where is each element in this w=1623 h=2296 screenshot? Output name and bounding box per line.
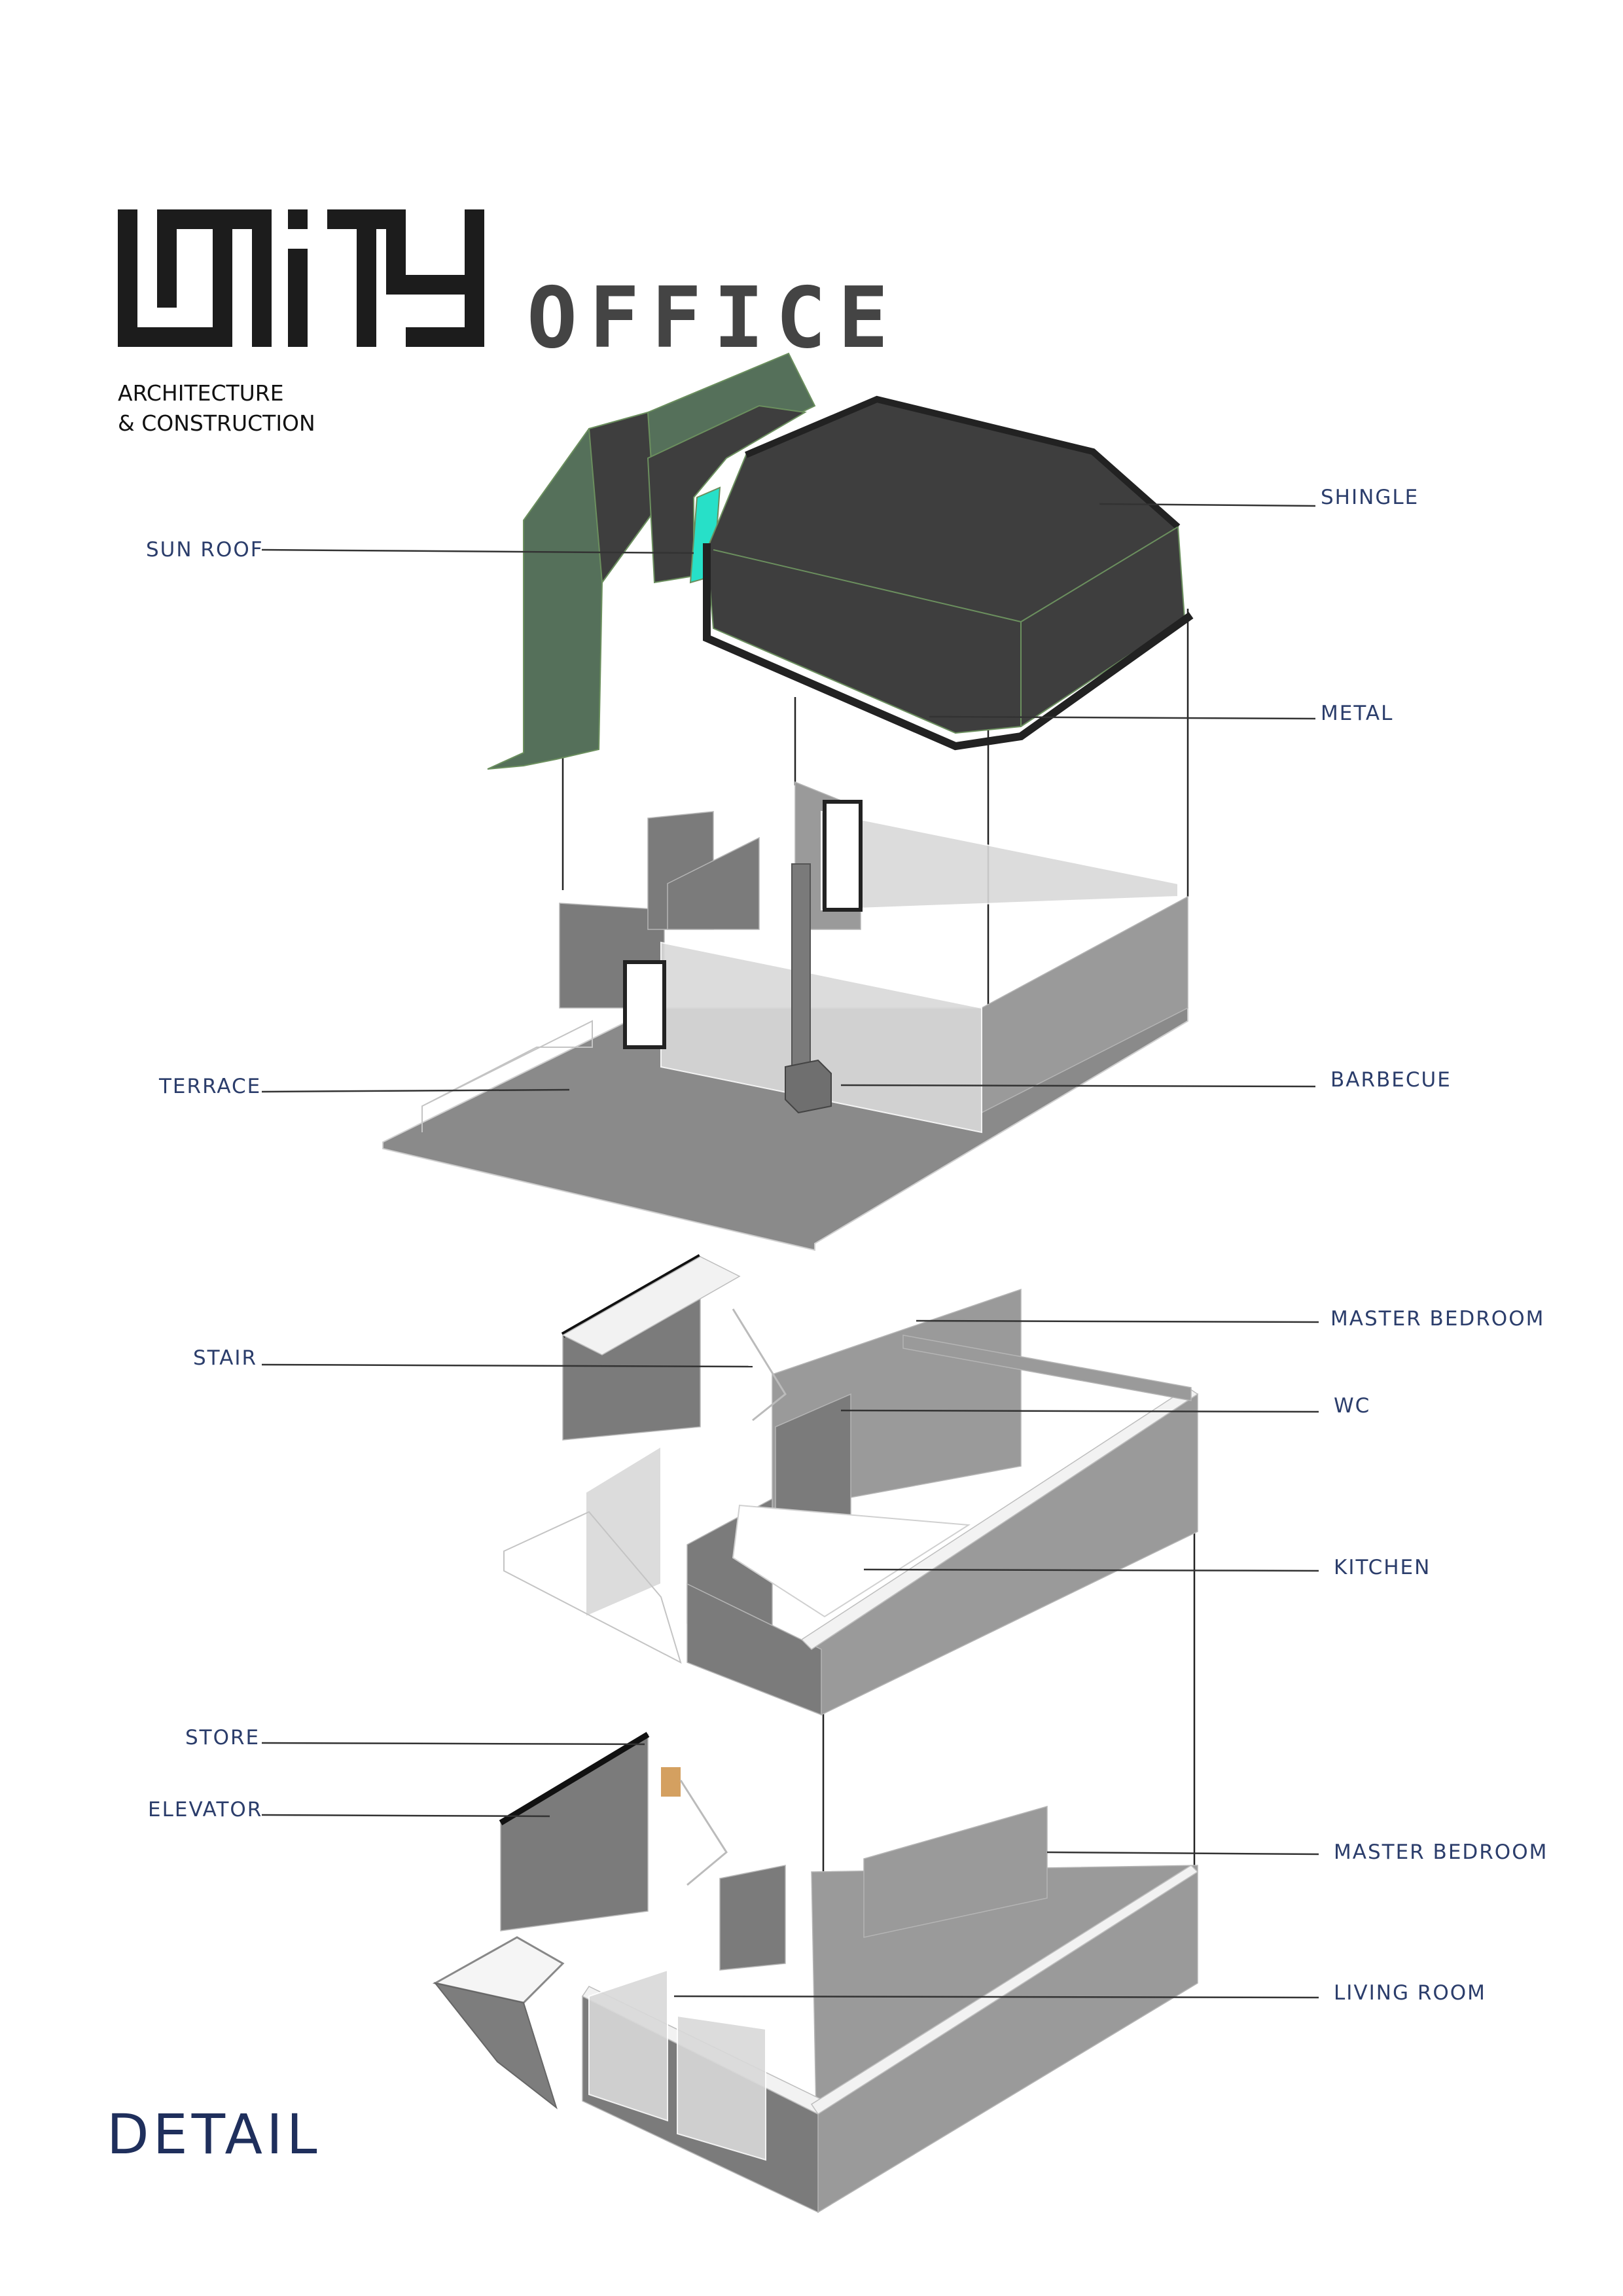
label-shingle: SHINGLE xyxy=(1321,486,1419,509)
first-floor-glazing xyxy=(585,1445,662,1618)
label-master-bedroom-lower: MASTER BEDROOM xyxy=(1334,1840,1548,1864)
brand-tagline-line2: & CONSTRUCTION xyxy=(118,410,315,436)
ground-floor-stair xyxy=(679,1780,728,1886)
roof-level xyxy=(487,352,1194,770)
first-floor-level xyxy=(503,1254,1199,1716)
terrace-level xyxy=(382,781,1188,1251)
page-title-detail: DETAIL xyxy=(107,2102,321,2166)
label-kitchen: KITCHEN xyxy=(1334,1556,1431,1579)
label-master-bedroom-upper: MASTER BEDROOM xyxy=(1330,1307,1544,1331)
label-elevator: ELEVATOR xyxy=(148,1798,262,1821)
terrace-glazing-back xyxy=(821,810,1179,911)
label-living-room: LIVING ROOM xyxy=(1334,1981,1486,2005)
label-sun-roof: SUN ROOF xyxy=(146,538,264,562)
label-barbecue: BARBECUE xyxy=(1330,1068,1452,1092)
callout-labels: SUN ROOF SHINGLE METAL TERRACE BARBECUE … xyxy=(146,486,1548,2005)
label-stair: STAIR xyxy=(193,1346,257,1370)
label-metal: METAL xyxy=(1321,702,1393,725)
label-store: STORE xyxy=(185,1726,260,1749)
store-elevator-wall xyxy=(500,1733,649,1931)
ground-floor-glazing-right xyxy=(677,2015,766,2161)
brand-tagline-line1: ARCHITECTURE xyxy=(118,380,284,406)
ground-floor-level xyxy=(432,1732,1199,2214)
unity-logo xyxy=(118,209,484,347)
brand-office-text: OFFICE xyxy=(527,270,900,367)
label-wc: WC xyxy=(1334,1394,1370,1418)
first-floor-stair xyxy=(732,1308,787,1422)
elevator-door xyxy=(661,1767,681,1797)
ground-floor-glazing-left xyxy=(588,1969,668,2122)
barbecue-chimney xyxy=(791,863,811,1074)
barbecue-unit xyxy=(785,1059,832,1114)
label-terrace: TERRACE xyxy=(158,1075,261,1098)
leader-lines xyxy=(261,503,1319,1999)
